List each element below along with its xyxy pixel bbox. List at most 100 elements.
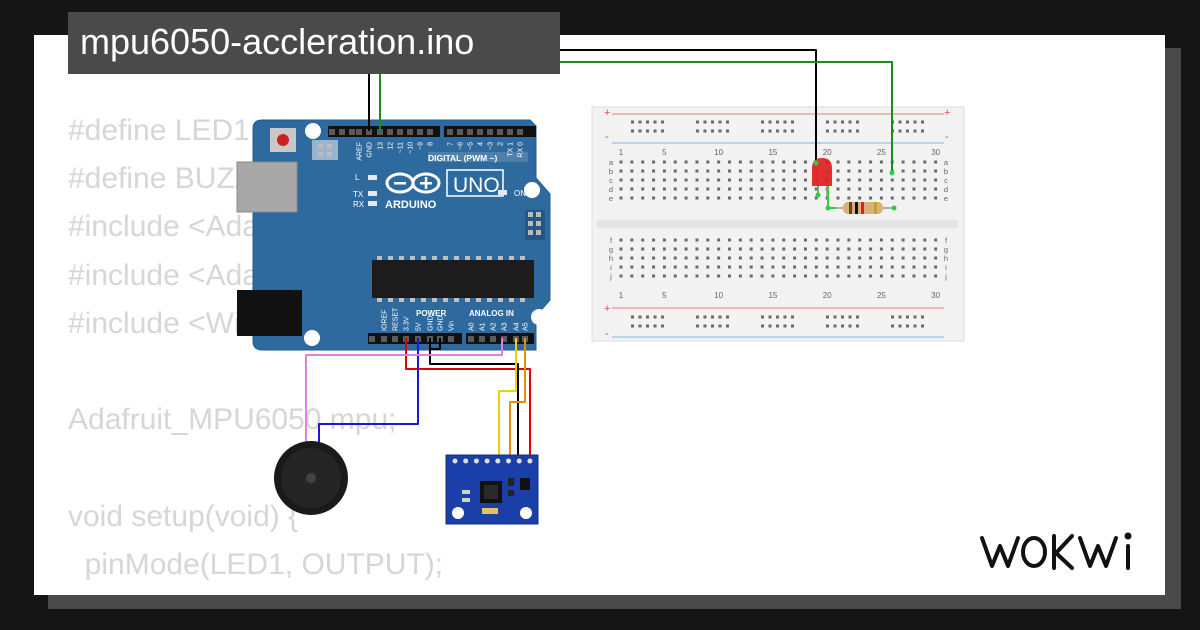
rail-minus-label: - [605,131,609,143]
rail-minus-label-bottom: - [605,328,609,340]
led-l-label: L [355,173,360,182]
wire-pin13-to-breadboard[interactable] [379,61,893,173]
row-letter: g [609,245,613,254]
tx-label: TX [353,190,364,199]
wire-5v-to-mpu[interactable] [405,338,531,456]
uno-label: UNO [453,174,500,197]
wire-buzzer-gnd[interactable] [305,338,503,451]
column-number: 25 [877,148,886,157]
row-letter: f [610,236,613,245]
row-letter: d [609,185,613,194]
row-letter: b [944,167,948,176]
column-number: 25 [877,291,886,300]
row-letter: g [944,245,948,254]
code-line: Adafruit_MPU6050 mpu; [68,403,397,437]
wires [305,49,893,456]
bottom-pin-label: A4 [514,322,521,331]
bottom-pin-label: GND [438,315,445,331]
wire-scl-to-mpu[interactable] [509,338,526,456]
top-pin-label: ~10 [408,142,415,154]
top-pin-label: 4 [478,142,485,146]
column-number: 10 [714,291,723,300]
column-number: 5 [662,148,667,157]
card-shadow-bottom [48,595,1181,609]
analog-label: ANALOG IN [469,309,514,318]
usb-port [236,161,298,213]
top-pin-label: 8 [428,142,435,146]
row-letter: a [944,158,949,167]
column-number: 30 [931,148,940,157]
bottom-pin-label: A0 [469,322,476,331]
bottom-pin-label: A3 [502,322,509,331]
column-number: 15 [768,148,777,157]
analog-header[interactable] [466,333,534,344]
column-number: 15 [768,291,777,300]
column-number: 10 [714,148,723,157]
row-letter: i [945,263,947,272]
column-number: 1 [619,148,624,157]
top-pin-label: ~11 [398,142,405,153]
bottom-pin-label: GND [428,315,435,331]
resistor[interactable] [813,160,897,215]
column-number: 30 [931,291,940,300]
bottom-pin-label: 3.3V [404,316,411,331]
bottom-pin-label: A5 [523,322,530,331]
bottom-pin-label: A2 [491,322,498,331]
row-letter: h [609,254,613,263]
wokwi-logo [976,526,1146,581]
card-shadow-right [1165,48,1181,608]
top-pin-label: 2 [498,142,505,146]
power-jack [237,290,302,336]
project-title: mpu6050-accleration.ino [68,12,560,74]
column-number: 1 [619,291,624,300]
rail-plus-label-right: + [944,107,950,119]
column-number: 20 [823,148,832,157]
rx-label: RX [353,200,365,209]
digital-header-label: DIGITAL (PWM ~) [428,153,498,163]
bottom-pin-label: Vin [449,321,456,331]
row-letter: e [944,194,948,203]
top-pin-label: ~3 [488,142,495,150]
top-pin-label: ~9 [418,142,425,150]
row-letter: j [609,272,612,281]
row-letter: i [610,263,612,272]
bottom-pin-label: IOREF [382,310,389,331]
row-letter: d [944,185,948,194]
bottom-pin-label: 5V [416,322,423,331]
wire-gnd2-to-mpu[interactable] [429,338,441,364]
column-number: 20 [823,291,832,300]
arduino-brand: ARDUINO [385,199,437,211]
row-letter: j [944,272,947,281]
piezo-buzzer[interactable] [274,441,348,515]
atmega-chip [372,260,534,298]
rail-minus-label-right: - [945,131,949,143]
row-letter: h [944,254,948,263]
row-letter: f [945,236,948,245]
code-line: pinMode(LED1, OUTPUT); [68,547,444,581]
on-label: ON [514,189,526,198]
row-letter: a [609,158,614,167]
wire-sda-to-mpu[interactable] [498,338,517,456]
top-pin-label: 12 [388,142,395,150]
code-line: void setup(void) { [68,499,299,533]
rail-plus-label: + [604,107,610,119]
top-pin-label: AREF [357,142,364,161]
bottom-pin-label: RESET [393,307,400,331]
row-letter: c [944,176,948,185]
digital-header-left[interactable] [328,126,440,137]
rail-plus-label-bottom: + [604,303,610,315]
column-number: 5 [662,291,667,300]
top-pin-label: GND [367,142,374,158]
wire-buzzer-signal[interactable] [318,338,419,451]
mpu6050-module[interactable] [445,454,539,525]
wokwi-logo-mark [980,532,1132,570]
top-pin-label: 13 [378,142,385,150]
row-letter: b [609,167,613,176]
power-label: POWER [416,309,446,318]
wire-gnd-to-led[interactable] [368,49,817,163]
row-letter: e [609,194,613,203]
bottom-pin-label: A1 [480,322,487,331]
